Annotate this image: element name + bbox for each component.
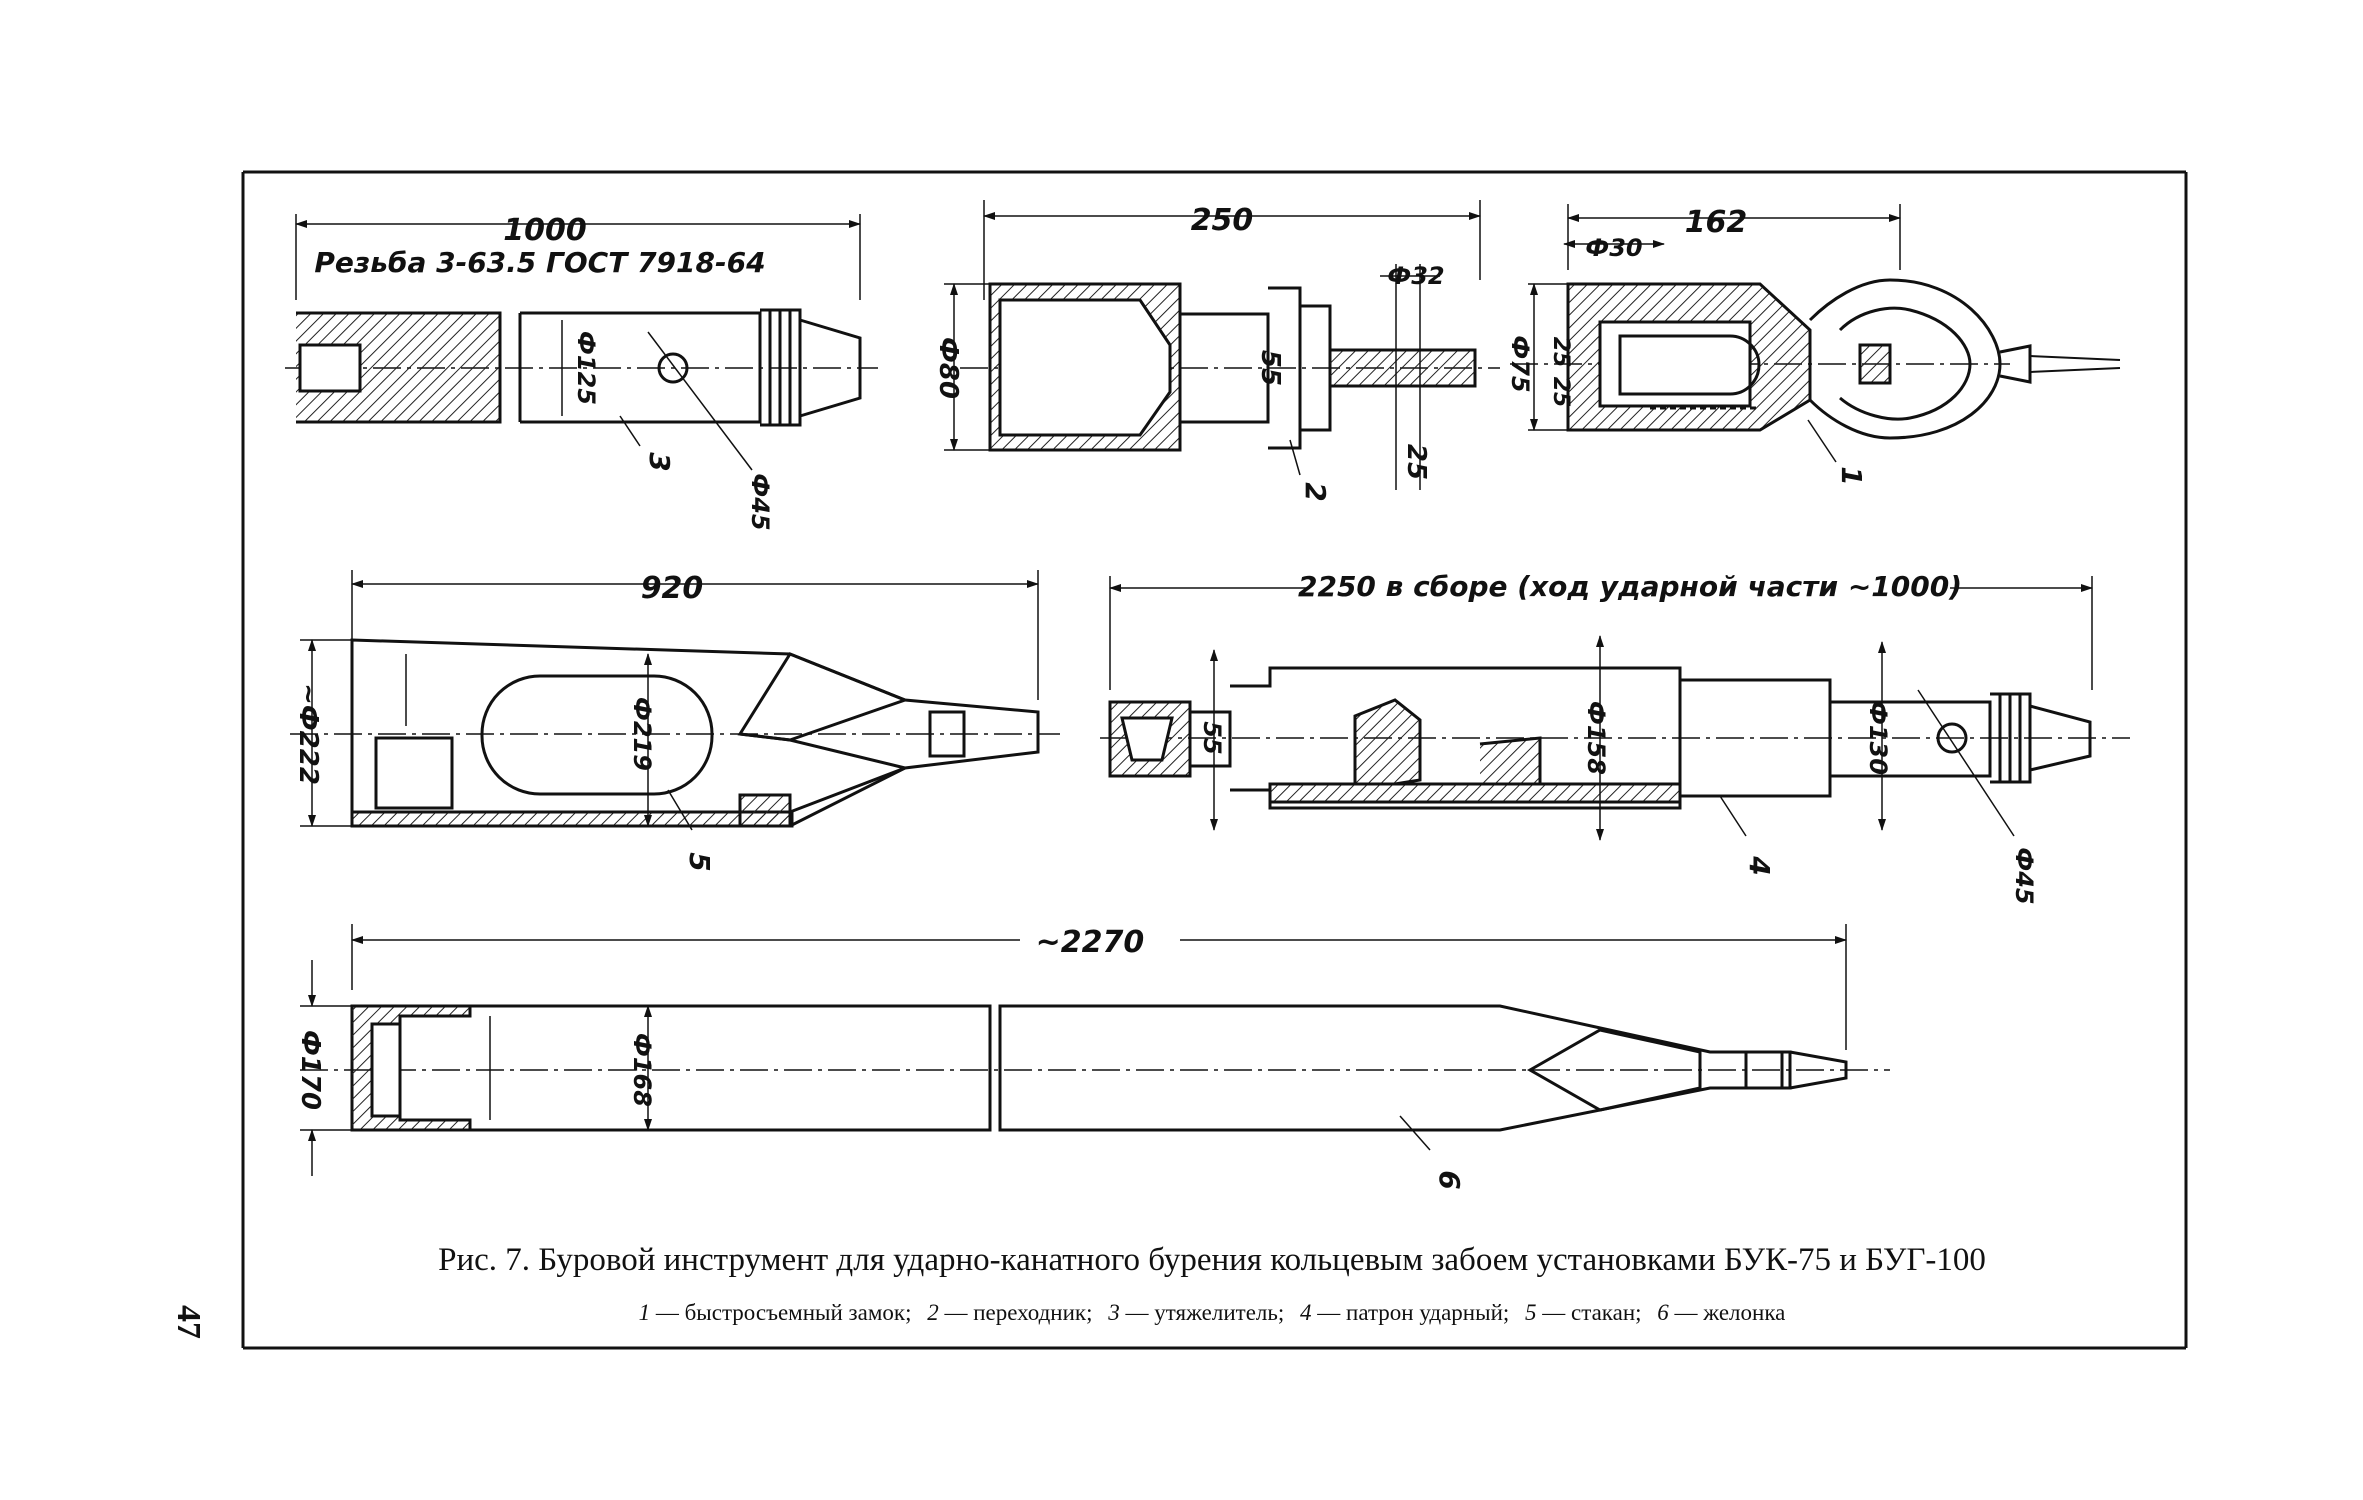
cup-label: 5 [683, 852, 716, 871]
figure-caption: Рис. 7. Буровой инструмент для ударно-ка… [438, 1242, 1986, 1278]
weight-length: 1000 [503, 213, 587, 248]
adapter-length: 250 [1191, 203, 1254, 238]
cup-length: 920 [641, 571, 704, 606]
part-4-striker [1100, 576, 2130, 841]
adapter-neck: 55 [1255, 350, 1285, 386]
lock-dim-b: 25 [1548, 377, 1573, 408]
striker-neck: 55 [1198, 721, 1226, 754]
cup-outer: ~Ф222 [293, 683, 323, 785]
bailer-inner: Ф168 [628, 1033, 656, 1107]
adapter-pin: Ф32 [1387, 262, 1444, 290]
striker-body: Ф158 [1582, 701, 1610, 775]
bailer-outer: Ф170 [295, 1030, 325, 1110]
legend-num-1: 1 [639, 1300, 651, 1325]
page-frame [241, 170, 2188, 1350]
legend-num-4: 4 [1300, 1300, 1312, 1325]
adapter-outer: Ф80 [933, 337, 963, 399]
legend-num-5: 5 [1525, 1300, 1537, 1325]
lock-bore: Ф30 [1585, 234, 1642, 262]
adapter-pin-len: 25 [1401, 444, 1431, 480]
part-1-lock [1510, 204, 2121, 463]
legend-num-3: 3 [1107, 1300, 1120, 1325]
adapter-label: 2 [1299, 482, 1332, 501]
lock-dim-a: 25 [1548, 337, 1573, 368]
striker-rod: Ф130 [1864, 701, 1892, 775]
striker-label: 4 [1743, 855, 1776, 875]
page-number: 47 [170, 1305, 207, 1339]
lock-label: 1 [1835, 466, 1868, 485]
weight-diameter: Ф125 [572, 331, 600, 405]
lock-length: 162 [1685, 205, 1748, 240]
striker-length: 2250 в сборе (ход ударной части ~1000) [1298, 570, 1962, 603]
part-5-cup [290, 570, 1060, 831]
legend-text-3: — утяжелитель; [1125, 1300, 1285, 1325]
weight-hole: Ф45 [746, 473, 774, 530]
part-3-weight [285, 214, 878, 471]
legend-text-6: — желонка [1674, 1300, 1786, 1325]
legend-num-6: 6 [1657, 1300, 1669, 1325]
cup-inner: Ф219 [628, 697, 656, 771]
part-2-adapter [944, 200, 1500, 490]
bailer-length: ~2270 [1036, 925, 1145, 960]
bailer-label: 6 [1433, 1170, 1466, 1189]
lock-outer: Ф75 [1506, 335, 1534, 392]
legend-text-5: — стакан; [1541, 1300, 1641, 1325]
figure-legend: 1 — быстросъемный замок; 2 — переходник;… [639, 1300, 1786, 1325]
weight-thread-note: Резьба 3-63.5 ГОСТ 7918-64 [314, 246, 765, 279]
legend-text-1: — быстросъемный замок; [655, 1300, 912, 1325]
legend-text-2: — переходник; [943, 1300, 1092, 1325]
part-6-bailer [300, 924, 1890, 1176]
weight-label: 3 [643, 452, 676, 471]
legend-text-4: — патрон ударный; [1316, 1300, 1509, 1325]
striker-hole: Ф45 [2010, 847, 2038, 904]
legend-num-2: 2 [927, 1300, 939, 1325]
